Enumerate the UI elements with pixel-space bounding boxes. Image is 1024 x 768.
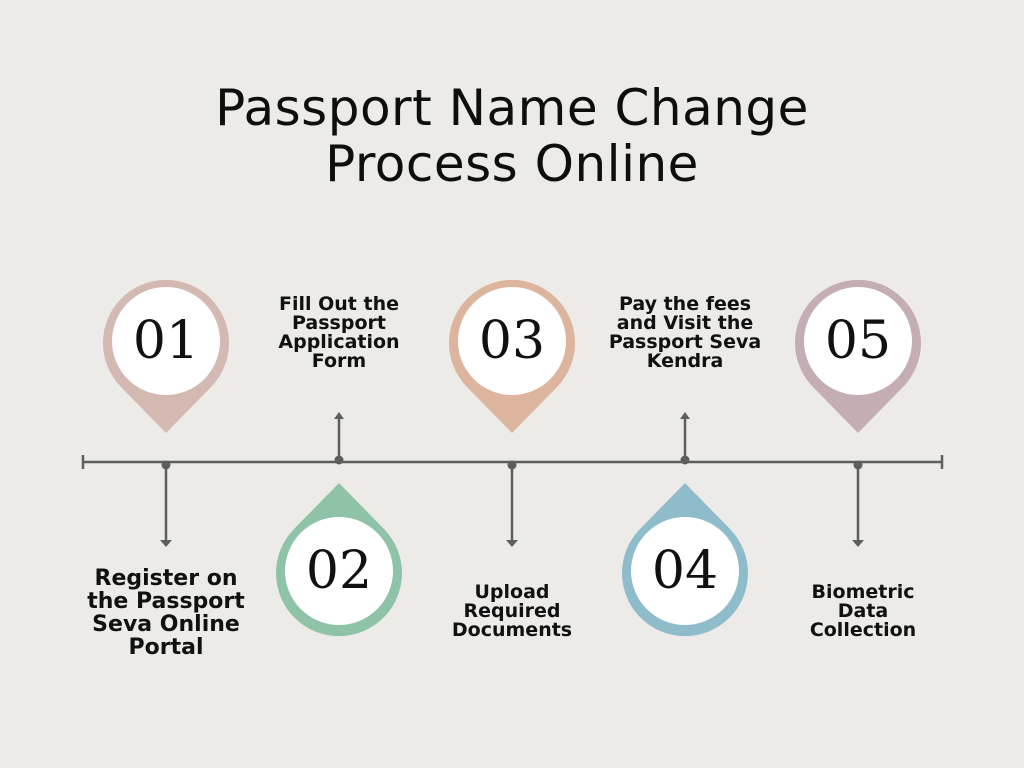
page-title: Passport Name Change Process Online bbox=[0, 80, 1024, 192]
step-number: 02 bbox=[306, 541, 372, 601]
label-line: Collection bbox=[809, 619, 917, 641]
step-number: 01 bbox=[133, 311, 199, 371]
label-line: Kendra bbox=[646, 350, 724, 372]
label-line: Seva Online bbox=[92, 612, 240, 637]
step-label-03: Upload Required Documents bbox=[422, 583, 602, 640]
arrow-down-icon bbox=[506, 540, 518, 547]
label-line: and Visit the bbox=[616, 312, 754, 334]
step-number: 04 bbox=[652, 541, 718, 601]
connector-4 bbox=[680, 412, 690, 465]
step-pin-03: 03 bbox=[449, 279, 575, 433]
connector-3 bbox=[506, 460, 518, 547]
arrow-down-icon bbox=[852, 540, 864, 547]
connector-2 bbox=[334, 412, 344, 465]
step-pin-05: 05 bbox=[795, 279, 922, 433]
label-line: Upload bbox=[474, 581, 550, 603]
arrow-up-icon bbox=[334, 412, 344, 419]
label-line: the Passport bbox=[87, 589, 245, 614]
label-line: Biometric bbox=[811, 581, 915, 603]
step-label-05: Biometric Data Collection bbox=[773, 583, 953, 640]
arrow-down-icon bbox=[160, 540, 172, 547]
step-label-01: Register on the Passport Seva Online Por… bbox=[55, 567, 277, 659]
label-line: Documents bbox=[451, 619, 573, 641]
label-line: Form bbox=[311, 350, 367, 372]
label-line: Fill Out the bbox=[278, 293, 399, 315]
step-label-04: Pay the fees and Visit the Passport Seva… bbox=[590, 295, 780, 371]
step-number: 03 bbox=[479, 311, 545, 371]
step-pin-01: 01 bbox=[103, 279, 230, 433]
label-line: Pay the fees bbox=[618, 293, 752, 315]
label-line: Passport bbox=[292, 312, 386, 334]
label-line: Register on bbox=[94, 566, 238, 591]
arrow-up-icon bbox=[680, 412, 690, 419]
step-number: 05 bbox=[825, 311, 891, 371]
title-line-1: Passport Name Change bbox=[215, 79, 809, 137]
label-line: Passport Seva bbox=[608, 331, 762, 353]
label-line: Data bbox=[837, 600, 889, 622]
connector-5 bbox=[852, 460, 864, 547]
label-line: Application bbox=[278, 331, 400, 353]
step-label-02: Fill Out the Passport Application Form bbox=[249, 295, 429, 371]
connector-1 bbox=[160, 460, 172, 547]
title-line-2: Process Online bbox=[325, 135, 699, 193]
label-line: Portal bbox=[128, 635, 204, 660]
step-pin-04: 04 bbox=[622, 483, 749, 637]
step-pin-02: 02 bbox=[276, 483, 403, 637]
label-line: Required bbox=[463, 600, 561, 622]
